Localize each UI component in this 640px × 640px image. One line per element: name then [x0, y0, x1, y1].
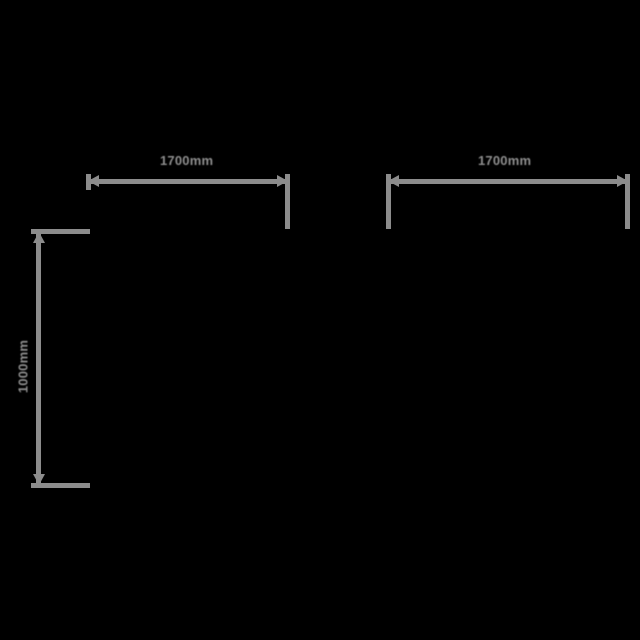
extension-line-start-width-left: [86, 174, 91, 190]
dimension-label-depth-left: 1000mm: [15, 339, 31, 394]
dimension-line-depth-left: [36, 232, 41, 485]
arrowhead-bottom-depth-left: [33, 474, 45, 485]
extension-line-end-width-left: [285, 174, 290, 229]
extension-line-start-width-right: [386, 174, 391, 229]
extension-line-top-depth-left: [31, 229, 90, 234]
arrowhead-top-depth-left: [33, 232, 45, 243]
arrowhead-right-width-right: [617, 175, 628, 187]
extension-line-end-width-right: [625, 174, 630, 229]
extension-line-bottom-depth-left: [31, 483, 90, 488]
arrowhead-left-width-left: [88, 175, 99, 187]
arrowhead-left-width-right: [388, 175, 399, 187]
dimension-line-width-left: [88, 179, 288, 184]
arrowhead-right-width-left: [277, 175, 288, 187]
dimension-label-width-left: 1700mm: [160, 153, 214, 168]
dimension-label-width-right: 1700mm: [478, 153, 532, 168]
dimension-line-width-right: [388, 179, 628, 184]
